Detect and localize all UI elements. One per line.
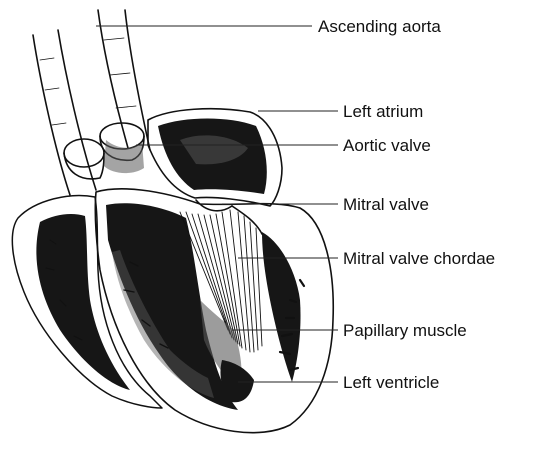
label-ascending-aorta: Ascending aorta — [318, 17, 441, 36]
label-left-atrium: Left atrium — [343, 102, 423, 121]
label-aortic-valve: Aortic valve — [343, 136, 431, 155]
label-left-ventricle: Left ventricle — [343, 373, 439, 392]
left-atrium — [148, 109, 282, 206]
aorta-tube-right — [98, 10, 128, 148]
aorta-tube-left — [33, 35, 70, 195]
heart-illustration — [12, 10, 333, 433]
label-mitral-valve: Mitral valve — [343, 195, 429, 214]
labels: Ascending aorta Left atrium Aortic valve… — [318, 17, 495, 392]
aortic-valve-cusps — [64, 123, 144, 179]
label-mitral-valve-chordae: Mitral valve chordae — [343, 249, 495, 268]
label-papillary-muscle: Papillary muscle — [343, 321, 467, 340]
